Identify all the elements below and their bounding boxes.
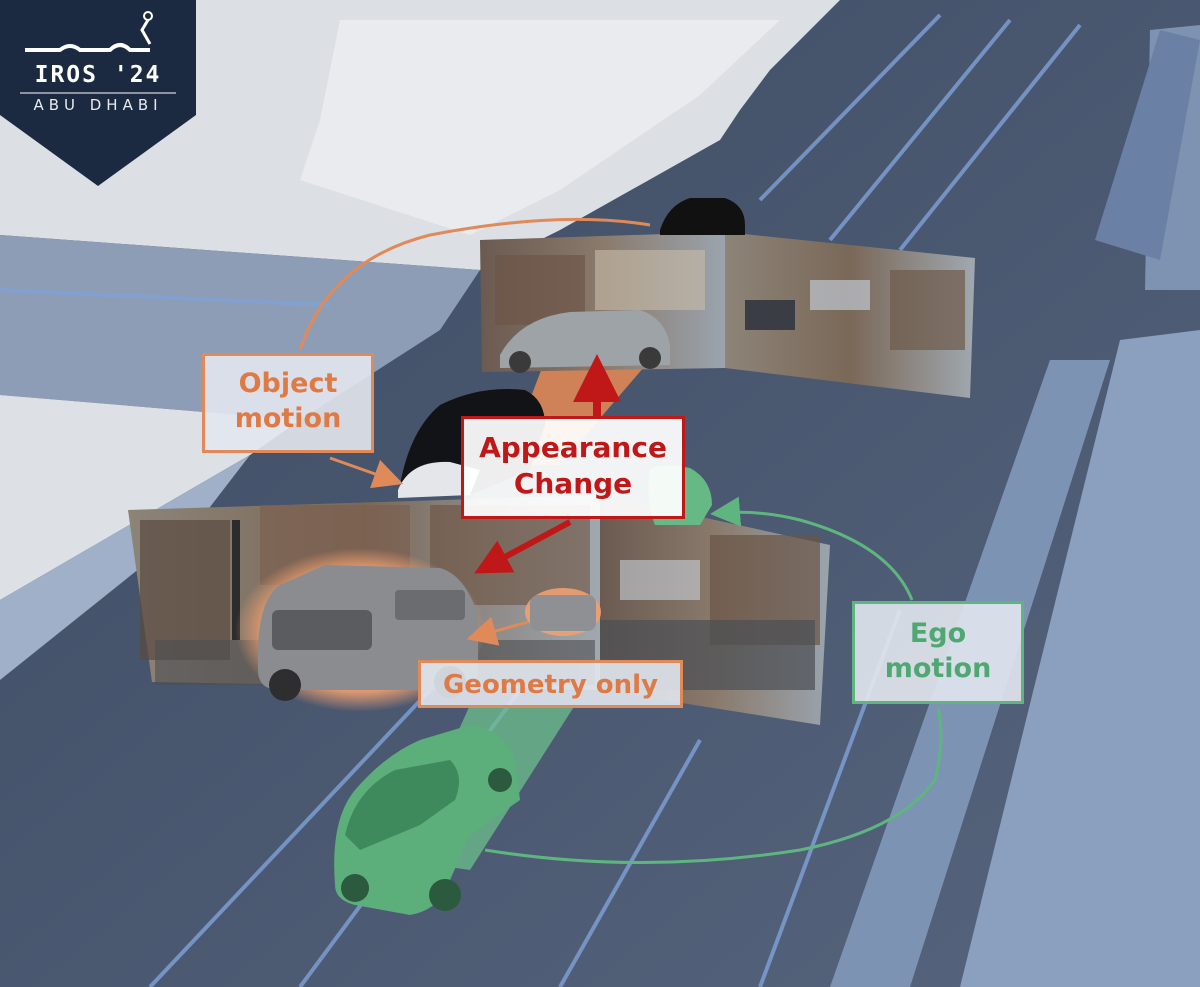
black-car-back	[660, 198, 745, 235]
arabic-script-icon	[25, 43, 150, 52]
appearance-change-line-2: Change	[513, 467, 633, 501]
object-motion-line-2: motion	[234, 403, 342, 435]
ego-motion-arrow	[710, 496, 914, 601]
ego-motion-arc	[484, 707, 943, 864]
logo-title: IROS '24	[34, 62, 162, 88]
geometry-only-arrow	[466, 616, 529, 646]
appearance-change-line-1: Appearance	[479, 431, 667, 464]
suv-gray-large	[258, 565, 478, 701]
appearance-arrow-down	[474, 519, 572, 574]
ego-motion-line-1: Ego	[909, 618, 967, 649]
object-motion-arc	[298, 217, 651, 351]
object-motion-label: Object motion	[202, 353, 374, 453]
curb-right-strip	[1095, 30, 1200, 260]
object-motion-arrow	[329, 456, 404, 489]
ego-motion-label: Ego motion	[852, 601, 1024, 704]
suv-gray-small	[530, 595, 596, 631]
sidewalk-right-lower	[960, 330, 1200, 987]
sidewalk-top-inner	[300, 20, 780, 235]
camera-image-back	[480, 232, 975, 398]
ego-car-green	[334, 725, 520, 915]
iros-logo-badge	[0, 0, 196, 186]
ego-motion-line-2: motion	[884, 653, 992, 685]
appearance-change-label: Appearance Change	[461, 416, 685, 519]
geometry-only-label: Geometry only	[418, 660, 683, 708]
logo-subtitle: ABU DHABI	[33, 96, 163, 114]
object-motion-line-1: Object	[238, 368, 338, 399]
